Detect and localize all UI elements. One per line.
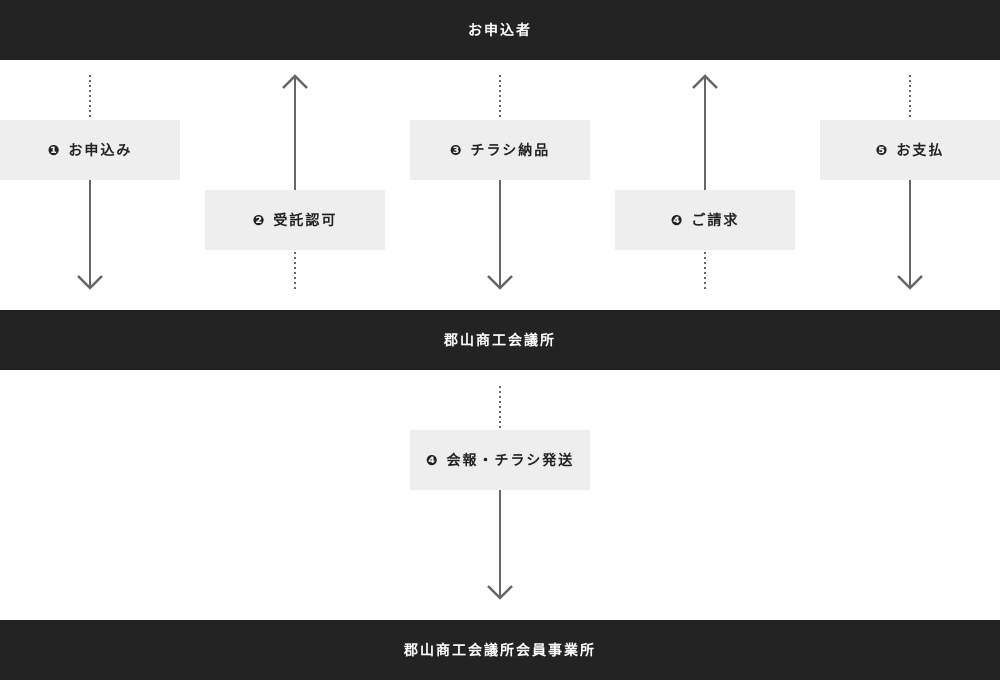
step-box-3: ❸ チラシ納品 [410,120,590,180]
step-box-6: ❹ 会報・チラシ発送 [410,430,590,490]
actor-chamber-label: 郡山商工会議所 [444,333,556,349]
step-label-2: ❷ 受託認可 [252,213,338,229]
actor-applicant-bar: お申込者 [0,0,1000,60]
step-box-5: ❺ お支払 [820,120,1000,180]
arrowhead-down-step-1 [77,275,103,290]
step-label-6: ❹ 会報・チラシ発送 [425,453,575,469]
arrowhead-up-step-4 [692,74,718,89]
step-label-4: ❹ ご請求 [670,213,740,229]
actor-members-label: 郡山商工会議所会員事業所 [404,643,596,659]
step-label-3: ❸ チラシ納品 [449,143,551,159]
step-box-1: ❶ お申込み [0,120,180,180]
actor-members-bar: 郡山商工会議所会員事業所 [0,620,1000,680]
actor-applicant-label: お申込者 [468,23,532,39]
arrowhead-down-step-6 [487,585,513,600]
step-label-1: ❶ お申込み [47,143,133,159]
arrowhead-down-step-5 [897,275,923,290]
arrowhead-down-step-3 [487,275,513,290]
step-box-4: ❹ ご請求 [615,190,795,250]
arrowhead-up-step-2 [282,74,308,89]
step-label-5: ❺ お支払 [875,143,945,159]
actor-chamber-bar: 郡山商工会議所 [0,310,1000,370]
step-box-2: ❷ 受託認可 [205,190,385,250]
